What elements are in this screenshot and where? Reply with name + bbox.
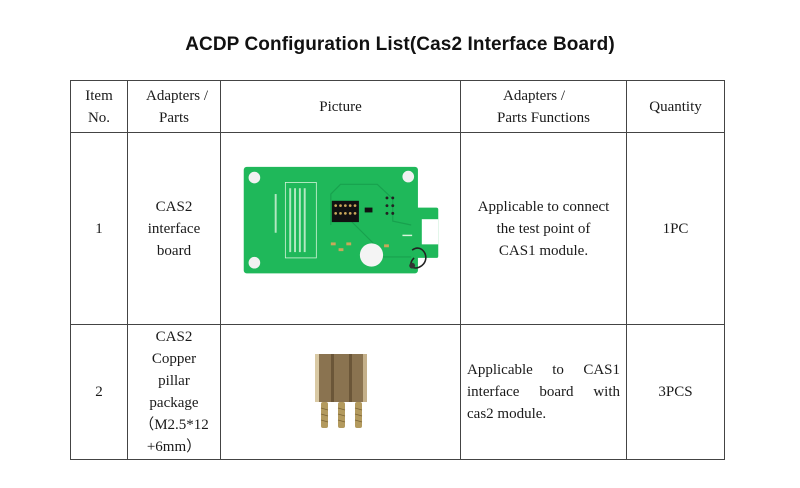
function-line: Applicable to connect (477, 198, 610, 215)
header-adapters-parts: Adapters / Parts (127, 80, 221, 133)
quantity-cell: 1PC (626, 132, 725, 325)
part-name-line: pillar (158, 373, 190, 389)
pcb-board-image (243, 166, 438, 274)
item-no-cell: 1 (70, 132, 128, 325)
function-cell: Applicable to CAS1 interface board with … (460, 324, 627, 460)
part-name-line: package (149, 395, 199, 411)
header-adapters-line2: Parts (159, 109, 189, 126)
header-functions-line2: Parts Functions (497, 109, 590, 126)
table-row: 2 CAS2 Copper pillar package （M2.5*12 +6… (70, 324, 725, 460)
table-row: 1 CAS2 interface board (70, 132, 725, 325)
page-title: ACDP Configuration List(Cas2 Interface B… (185, 34, 615, 55)
part-name-line: board (156, 242, 192, 259)
item-no-cell: 2 (70, 324, 128, 460)
function-line: the test point of (496, 220, 591, 237)
function-line: Applicable to CAS1 (467, 362, 620, 378)
part-name-line: CAS2 (155, 329, 193, 345)
header-item-no: Item No. (70, 80, 128, 133)
picture-cell (220, 132, 461, 325)
picture-cell (220, 324, 461, 460)
part-name-line: +6mm） (146, 439, 202, 455)
part-name-cell: CAS2 Copper pillar package （M2.5*12 +6mm… (127, 324, 221, 460)
part-name-cell: CAS2 interface board (127, 132, 221, 325)
part-name-line: CAS2 (155, 198, 193, 215)
header-adapters-line1: Adapters / (146, 87, 209, 104)
header-functions-line1: Adapters / (503, 87, 566, 104)
table-header-row: Item No. Adapters / Parts Picture Adapte… (70, 80, 725, 133)
header-picture: Picture (220, 80, 461, 133)
copper-pillars-image (314, 354, 367, 428)
function-line: cas2 module. (467, 406, 547, 422)
part-name-line: Copper (151, 351, 197, 367)
quantity-cell: 3PCS (626, 324, 725, 460)
function-cell: Applicable to connect the test point of … (460, 132, 627, 325)
part-name-line: （M2.5*12 (139, 417, 209, 433)
part-name-line: interface (147, 220, 201, 237)
header-functions: Adapters / Parts Functions (460, 80, 627, 133)
header-item-no-line2: No. (87, 109, 111, 126)
function-line: interface board with (467, 384, 620, 400)
configuration-table: Item No. Adapters / Parts Picture Adapte… (70, 80, 725, 460)
header-quantity: Quantity (626, 80, 725, 133)
function-line: CAS1 module. (498, 242, 589, 259)
header-item-no-line1: Item (85, 87, 113, 104)
